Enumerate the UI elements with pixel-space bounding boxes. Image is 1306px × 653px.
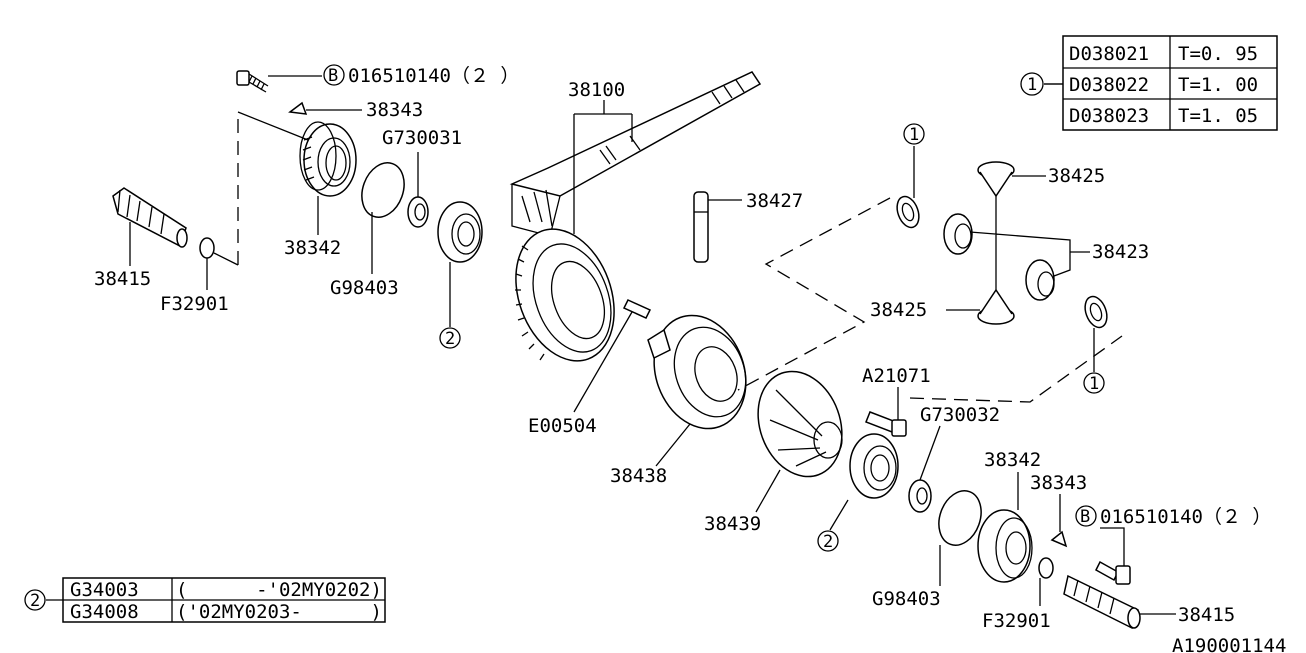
gasket-top-part	[361, 162, 405, 218]
bolt-bottom-part	[1095, 560, 1131, 585]
axle-shaft-bottom-part	[1063, 574, 1141, 630]
bolt-b-marker-bottom	[1075, 505, 1097, 527]
bolt-b-marker-top-label: B	[328, 66, 338, 86]
diff-case-part	[647, 314, 747, 430]
shim-row-3-spec: T=1. 05	[1178, 105, 1258, 127]
small-bearing-top-part	[407, 196, 429, 228]
straight-pin-part	[622, 299, 652, 319]
shim-table-marker-label: 1	[1027, 75, 1037, 95]
leader-lines	[129, 75, 1176, 615]
marker-2-top-label: 2	[445, 329, 455, 349]
label-e00504: E00504	[528, 415, 597, 437]
small-bearing-bottom-part	[908, 479, 932, 513]
label-38342-top: 38342	[284, 237, 341, 259]
shim-row-2-spec: T=1. 00	[1178, 74, 1258, 96]
axle-shaft-left-part	[112, 187, 188, 248]
shim-table-marker	[1020, 72, 1044, 96]
marker-1-upper-label: 1	[909, 125, 919, 145]
label-g730031: G730031	[382, 127, 462, 149]
label-38423: 38423	[1092, 241, 1149, 263]
marker-2-bottom	[817, 530, 839, 552]
bearing-row-1-part: G34003	[70, 579, 139, 601]
retainer-lock-bottom-part	[1050, 530, 1068, 548]
label-38425-mid: 38425	[870, 299, 927, 321]
gasket-bottom-part	[938, 490, 982, 546]
label-g98403-top: G98403	[330, 277, 399, 299]
bearing-table	[46, 577, 386, 623]
retainer-lock-top-part	[288, 101, 308, 115]
bearing-table-marker	[24, 589, 46, 611]
label-a21071: A21071	[862, 365, 931, 387]
label-38427: 38427	[746, 190, 803, 212]
side-gear-upper-part	[943, 213, 973, 255]
label-38343-top: 38343	[366, 99, 423, 121]
label-g730032: G730032	[920, 404, 1000, 426]
shim-table	[1044, 35, 1278, 131]
oil-seal-top-part	[299, 121, 357, 197]
circlip-left-part	[199, 237, 215, 259]
label-g98403-bottom: G98403	[872, 588, 941, 610]
marker-2-top	[439, 327, 461, 349]
marker-1-lower	[1083, 372, 1105, 394]
label-38415-left: 38415	[94, 268, 151, 290]
label-38439: 38439	[704, 513, 761, 535]
oil-seal-bottom-part	[977, 509, 1033, 583]
drive-pinion-part	[509, 71, 762, 237]
bearing-table-marker-label: 2	[30, 591, 40, 611]
circlip-bottom-part	[1038, 557, 1054, 579]
marker-1-lower-label: 1	[1089, 374, 1099, 394]
bearing-top-part	[437, 201, 483, 263]
label-38342-bottom: 38342	[984, 449, 1041, 471]
shim-row-1-spec: T=0. 95	[1178, 43, 1258, 65]
washer-upper-part	[896, 195, 920, 229]
bolt-b-marker-bottom-label: B	[1080, 507, 1090, 527]
label-38425-top: 38425	[1048, 165, 1105, 187]
label-38415-bottom: 38415	[1178, 604, 1235, 626]
diff-cover-part	[757, 370, 843, 478]
shim-row-1-part: D038021	[1069, 43, 1149, 65]
bolt-a21071-part	[865, 411, 907, 437]
label-38438: 38438	[610, 465, 667, 487]
diagram-id: A190001144	[1172, 635, 1286, 653]
pinion-gear-top-part	[977, 161, 1015, 198]
bearing-bottom-part	[849, 433, 899, 499]
pinion-shaft-part	[693, 191, 709, 263]
shim-row-2-part: D038022	[1069, 74, 1149, 96]
label-f32901-bottom: F32901	[982, 610, 1051, 632]
washer-lower-part	[1084, 295, 1108, 329]
bearing-row-1-range: ( -'02MY0202)	[176, 579, 382, 601]
label-38100: 38100	[568, 79, 625, 101]
marker-2-bottom-label: 2	[823, 532, 833, 552]
label-38343-bottom: 38343	[1030, 472, 1087, 494]
bearing-row-2-range: ('02MY0203- )	[176, 601, 382, 623]
bearing-row-2-part: G34008	[70, 601, 139, 623]
shim-row-3-part: D038023	[1069, 105, 1149, 127]
ring-gear-part	[515, 228, 615, 362]
label-bolt-top: 016510140（２ ）	[348, 65, 519, 87]
bolt-b-marker-top	[323, 64, 345, 86]
marker-1-upper	[903, 123, 925, 145]
label-f32901-left: F32901	[160, 293, 229, 315]
label-bolt-bottom: 016510140（２ ）	[1100, 506, 1271, 528]
bolt-top-part	[236, 70, 269, 93]
side-gear-lower-part	[1025, 259, 1055, 301]
pinion-gear-bottom-part	[977, 288, 1015, 325]
